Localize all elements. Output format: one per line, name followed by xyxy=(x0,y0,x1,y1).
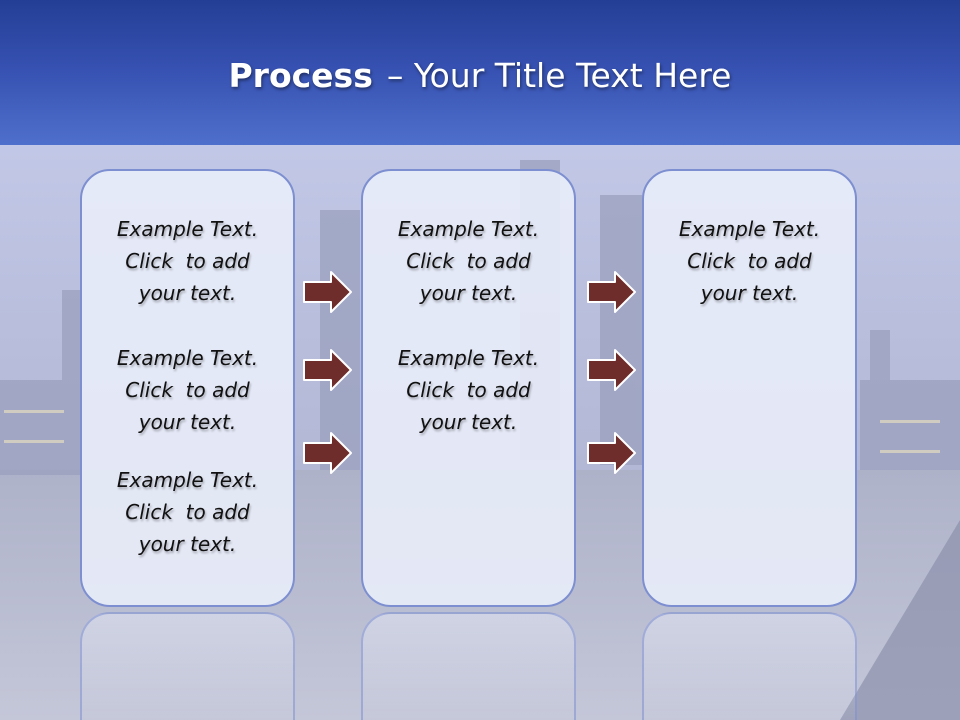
text-line: Example Text. xyxy=(678,217,821,241)
text-placeholder[interactable]: Example Text. Click to add your text. xyxy=(363,342,574,438)
right-arrow-icon[interactable] xyxy=(303,271,353,313)
text-line: Example Text. xyxy=(116,217,259,241)
text-line: your text. xyxy=(700,281,799,305)
text-placeholder[interactable]: Example Text. Click to add your text. xyxy=(644,213,855,309)
text-line: your text. xyxy=(419,281,518,305)
text-line: Click to add xyxy=(125,378,250,402)
text-line: your text. xyxy=(138,281,237,305)
right-arrow-icon[interactable] xyxy=(587,432,637,474)
text-placeholder[interactable]: Example Text. Click to add your text. xyxy=(82,213,293,309)
process-box-3[interactable]: Example Text. Click to add your text. xyxy=(642,169,857,607)
text-line: Click to add xyxy=(125,500,250,524)
right-arrow-icon[interactable] xyxy=(303,349,353,391)
text-placeholder[interactable]: Example Text. Click to add your text. xyxy=(82,342,293,438)
text-line: your text. xyxy=(138,410,237,434)
text-placeholder[interactable]: Example Text. Click to add your text. xyxy=(363,213,574,309)
box-reflection xyxy=(80,612,295,720)
text-line: your text. xyxy=(419,410,518,434)
right-arrow-icon[interactable] xyxy=(587,349,637,391)
text-line: Example Text. xyxy=(116,468,259,492)
title-bold-word: Process xyxy=(228,56,373,95)
process-box-2[interactable]: Example Text. Click to add your text. Ex… xyxy=(361,169,576,607)
text-line: Example Text. xyxy=(397,346,540,370)
right-arrow-icon[interactable] xyxy=(587,271,637,313)
text-line: Example Text. xyxy=(116,346,259,370)
box-reflection xyxy=(361,612,576,720)
process-box-1[interactable]: Example Text. Click to add your text. Ex… xyxy=(80,169,295,607)
title-bar: Process– Your Title Text Here xyxy=(0,0,960,145)
text-line: your text. xyxy=(138,532,237,556)
text-line: Click to add xyxy=(406,378,531,402)
box-reflection xyxy=(642,612,857,720)
title-rest: Your Title Text Here xyxy=(413,56,732,95)
slide-title[interactable]: Process– Your Title Text Here xyxy=(0,54,960,98)
text-line: Click to add xyxy=(125,249,250,273)
text-placeholder[interactable]: Example Text. Click to add your text. xyxy=(82,464,293,560)
text-line: Example Text. xyxy=(397,217,540,241)
right-arrow-icon[interactable] xyxy=(303,432,353,474)
text-line: Click to add xyxy=(687,249,812,273)
title-dash: – xyxy=(386,56,404,95)
text-line: Click to add xyxy=(406,249,531,273)
